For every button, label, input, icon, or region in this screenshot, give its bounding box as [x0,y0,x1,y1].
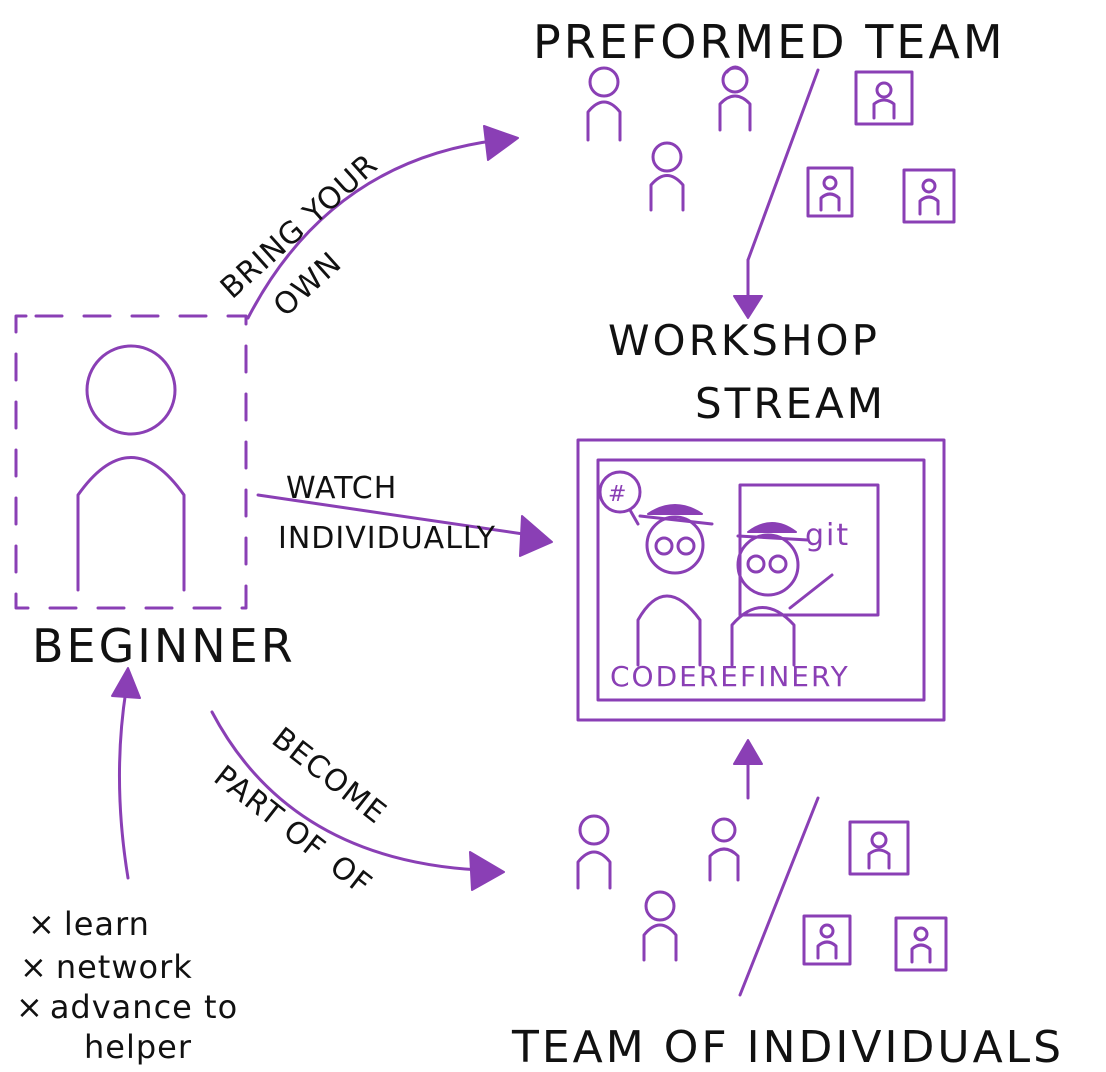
arrow-icon [111,667,141,880]
coderefinery-label: CODEREFINERY [610,660,850,693]
person-icon [649,141,685,212]
workshop-title-line1: WORKSHOP [608,316,880,365]
video-tile-icon [854,70,914,126]
benefit-item: ×advance to [16,988,238,1026]
benefit-item: ×network [20,948,193,986]
person-icon [642,890,678,962]
person-icon [718,65,752,132]
screen-board [738,483,880,617]
divider-line [738,796,820,997]
benefits-list: ×learn ×network ×advance to helper [16,905,238,1066]
arrow-icon [733,258,763,319]
workshop-title-line2: STREAM [695,379,886,428]
stream-frame: git # CODEREFINERY [576,438,946,722]
person-icon [708,817,740,882]
divider-line [746,68,820,262]
video-tile-icon [894,916,948,972]
person-icon [586,66,622,142]
team-of-individuals-title: TEAM OF INDIVIDUALS [511,1022,1064,1072]
video-tile-icon [848,820,910,876]
svg-text:#: # [608,482,628,507]
person-icon [730,522,834,667]
benefit-item: ×learn [28,905,150,943]
preformed-team-title: PREFORMED TEAM [533,15,1006,69]
benefit-item: helper [84,1028,192,1066]
video-tile-icon [902,168,956,224]
of-label: OF [323,849,378,903]
beginner-box [14,314,248,610]
person-icon [576,814,612,890]
arrow-icon [733,739,763,800]
video-tile-icon [802,914,852,966]
arrow-icon [246,125,519,320]
beginner-title: BEGINNER [32,619,296,673]
person-icon [636,504,714,667]
individuals-team-group [576,796,948,997]
git-label: git [805,518,850,553]
individually-label: INDIVIDUALLY [278,521,496,556]
arrow-icon [210,710,505,891]
preformed-team-group [586,65,956,262]
watch-label: WATCH [286,471,397,506]
video-tile-icon [806,166,854,218]
speech-bubble-icon: # [598,470,642,526]
arrow-icon [256,493,553,557]
